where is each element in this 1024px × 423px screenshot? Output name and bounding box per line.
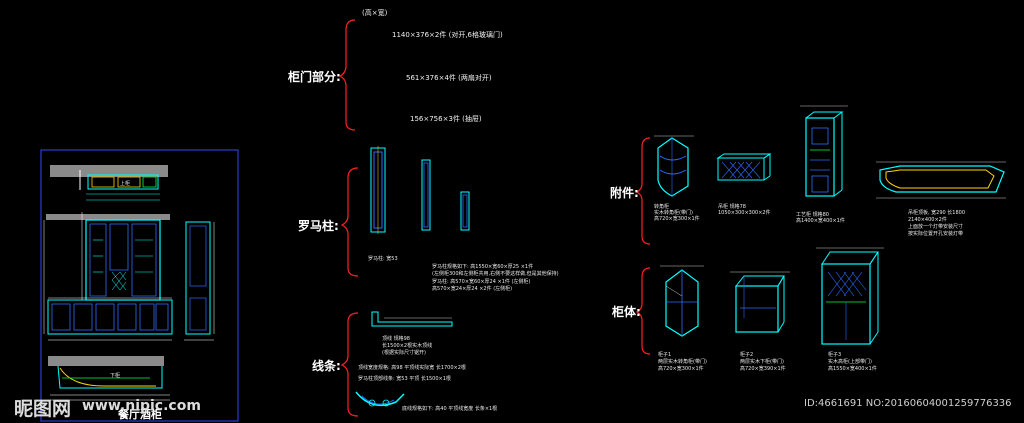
- door-item-1: 1140×376×2件 (对开,6格玻璃门): [392, 31, 503, 39]
- side-elevation: [185, 221, 211, 335]
- accessory-caption-2: 吊柜 规格78 1050×300×300×2件: [718, 204, 771, 216]
- accessory-top-panel: [876, 161, 1006, 199]
- roman-column-3: [460, 191, 470, 231]
- bracket-door: [338, 19, 356, 131]
- accessory-corner-cabinet: [654, 135, 694, 197]
- top-molding-profile: [371, 311, 453, 327]
- molding-note-5: 底线规格如下: 高40 平顶线宽度 长条×1根: [402, 406, 498, 412]
- section-molding-label: 线条:: [312, 359, 341, 373]
- bottom-plan-block: [48, 356, 164, 366]
- left-sheet-frame: [40, 149, 239, 422]
- cabinet-body-3: [816, 247, 884, 345]
- column-spec-2: (左侧柜300和左侧柜共用,右侧不要这样做,但是其他保持): [432, 271, 559, 277]
- left-plan-title: 餐厅酒柜: [118, 408, 162, 421]
- bracket-accessory: [635, 137, 651, 245]
- left-label-top: 上柜: [120, 181, 131, 187]
- molding-note-4: 罗马柱顶部线条: 宽53 平顶 长1500×1根: [358, 376, 451, 382]
- bottom-molding-profile: [355, 391, 405, 407]
- nipic-logo: 昵图网: [14, 398, 72, 420]
- accessory-caption-3: 工艺柜 规格80 高1400×宽400×1件: [796, 212, 845, 224]
- door-item-3: 156×756×3件 (抽屉): [410, 115, 482, 123]
- cabinet-body-2: [730, 271, 790, 333]
- molding-note-1: 长1500×2根实木顶线: [382, 343, 433, 349]
- column-spec-1: 罗马柱规格如下: 高1550×宽60×厚25 ×1件: [432, 264, 534, 270]
- section-door-label: 柜门部分:: [288, 70, 341, 84]
- accessory-caption-4: 吊柜顶板, 宽290 长1800 2140×400×2件 上面放一个灯带安装尺寸…: [908, 210, 966, 237]
- column-spec-4: 高570×宽24×厚24 ×2件 (左侧柜): [432, 286, 513, 292]
- bracket-molding: [340, 312, 359, 417]
- roman-column-1: [370, 146, 386, 234]
- roman-column-2: [421, 159, 431, 231]
- cabinet-caption-3: 柜子3 实木高柜(上部带门) 高1550×宽400×1件: [828, 352, 877, 372]
- section-accessory-label: 附件:: [610, 186, 639, 200]
- column-spec-3: 罗马柱: 高570×宽60×厚24 ×1件 (左侧柜): [432, 279, 531, 285]
- door-item-2: 561×376×4件 (两扇对开): [406, 74, 492, 82]
- molding-top-label: 顶线 规格98: [382, 336, 410, 342]
- left-label-bottom: 下柜: [110, 373, 121, 379]
- molding-note-3: 顶线宽度规格: 高98 平顶线实际宽 长1700×2根: [358, 365, 466, 371]
- accessory-display-cabinet: [800, 105, 848, 197]
- accessory-hanging-cabinet: [716, 153, 772, 181]
- column-note: 罗马柱: 宽53: [368, 256, 398, 262]
- section-cabinet-label: 柜体:: [612, 305, 641, 319]
- cabinet-caption-1: 柜子1 两层实木转角柜(带门) 高720×宽300×1件: [658, 352, 707, 372]
- section-column-label: 罗马柱:: [298, 219, 339, 233]
- bracket-column: [340, 167, 359, 277]
- nipic-url: www.nipic.com: [82, 398, 201, 414]
- accessory-caption-1: 转角柜 实木转角柜(带门) 高720×宽300×1件: [654, 204, 700, 222]
- header-note: (高×宽): [362, 9, 388, 17]
- cabinet-caption-2: 柜子2 两层实木下柜(带门) 高720×宽390×1件: [740, 352, 786, 372]
- main-cabinet-top-band: [46, 214, 170, 220]
- image-id-text: ID:4661691 NO:20160604001259776336: [804, 398, 1012, 409]
- cabinet-body-1: [660, 265, 704, 337]
- molding-note-2: (根据实际尺寸锯开): [382, 350, 426, 356]
- bracket-cabinet: [635, 267, 651, 355]
